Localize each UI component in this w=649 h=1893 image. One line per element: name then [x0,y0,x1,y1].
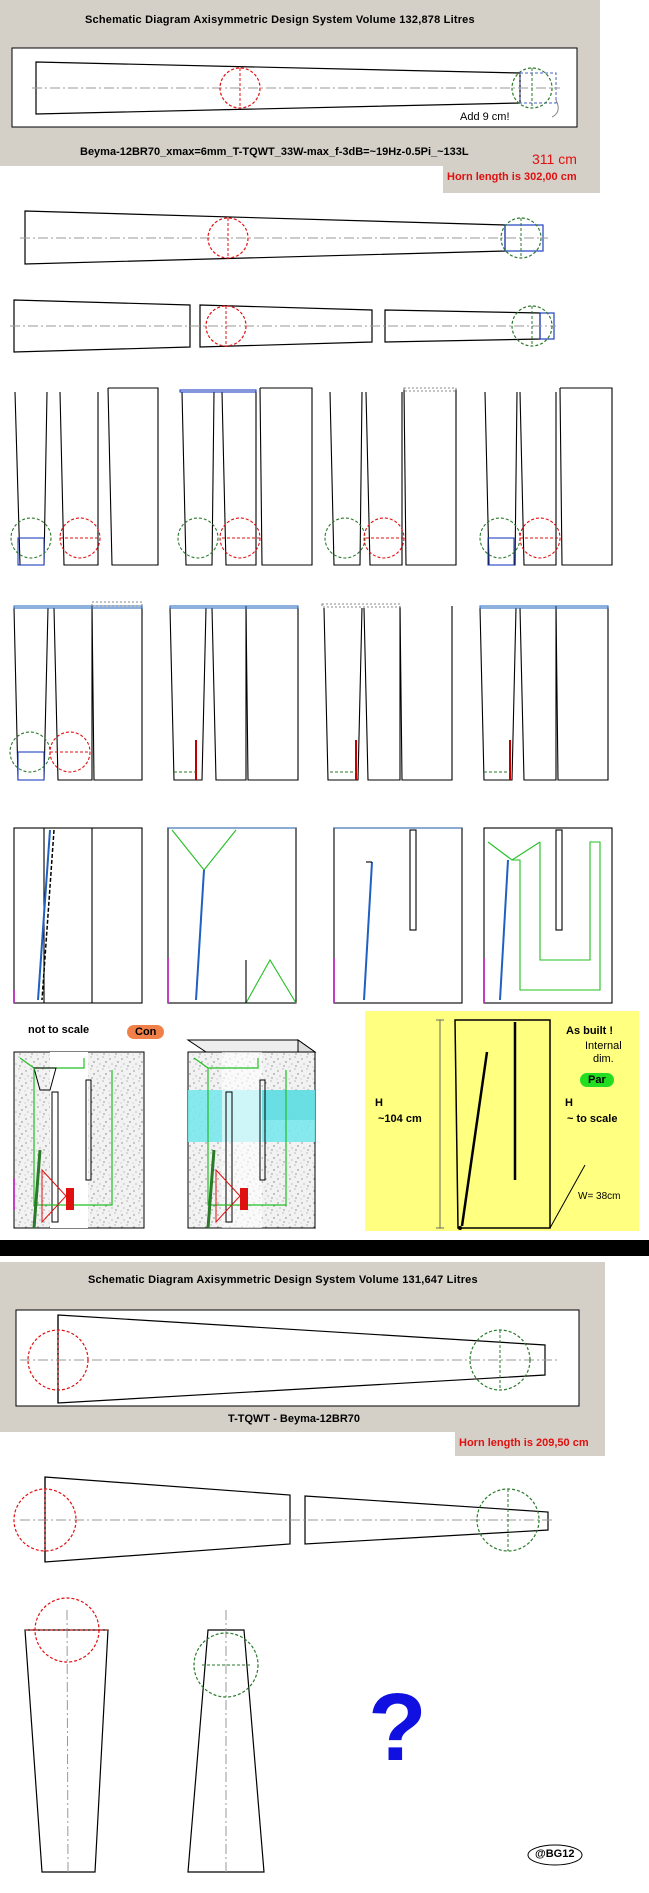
as-built-panel [365,1011,639,1231]
horn-segments-row [10,299,556,353]
vertical-sections [24,1597,265,1876]
height-letter: H [375,1097,383,1109]
width-label: W= 38cm [578,1191,621,1202]
folded-layouts-row-3 [13,827,613,1004]
not-to-scale-label: not to scale [28,1024,90,1036]
cutaway-3d [186,1039,317,1229]
internal-dim-label: Internal dim. [585,1040,622,1065]
horn-length-new: 311 cm [532,151,577,167]
con-badge: Con [127,1025,165,1039]
horn-length-old: Horn length is 302,00 cm [447,171,577,183]
horn-elevation-1 [20,210,548,265]
add-length-note: Add 9 cm! [460,111,510,123]
as-built-label: As built ! [566,1025,614,1037]
horn-elevation-2 [13,1476,555,1563]
folded-layouts-row-1 [10,387,613,566]
top-panel-title: Schematic Diagram Axisymmetric Design Sy… [85,14,475,26]
driver-caption: Beyma-12BR70_xmax=6mm_T-TQWT_33W-max_f-3… [80,146,469,158]
signature-text: @BG12 [535,1848,575,1860]
question-mark: ? [368,1674,427,1781]
section-separator [0,1240,649,1256]
signature-badge [527,1844,583,1866]
bottom-panel-title: Schematic Diagram Axisymmetric Design Sy… [88,1274,478,1286]
top-schematic-panel [0,0,600,193]
to-scale-label: ~ to scale [567,1113,618,1125]
height-value: ~104 cm [378,1113,422,1125]
par-badge: Par [580,1073,614,1087]
bottom-panel-caption: T-TQWT - Beyma-12BR70 [228,1413,361,1425]
bottom-schematic-panel [0,1262,605,1456]
bottom-horn-length: Horn length is 209,50 cm [459,1437,589,1449]
cutaway-con [13,1051,145,1229]
to-scale-h: H [565,1097,573,1109]
folded-layouts-row-2 [9,601,609,781]
